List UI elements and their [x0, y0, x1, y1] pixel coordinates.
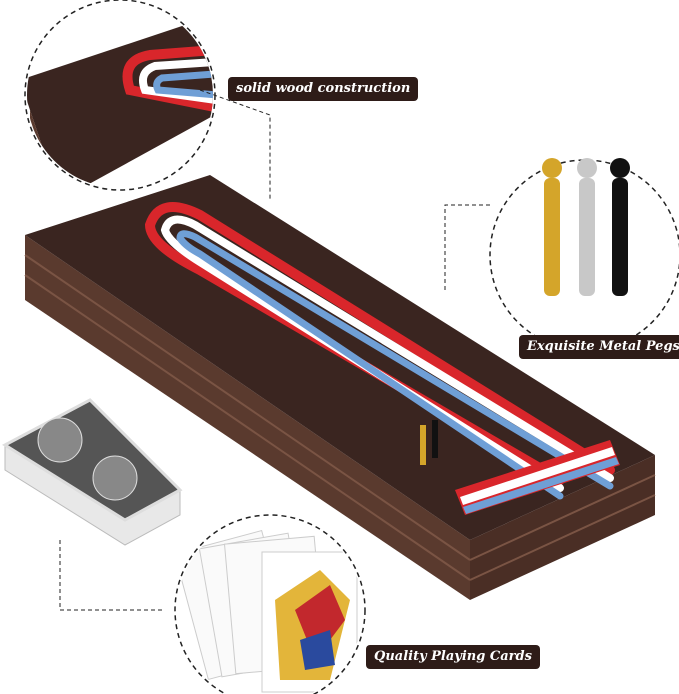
cribbage-board-side	[25, 235, 470, 600]
label-metal-pegs: Exquisite Metal Pegs	[519, 335, 679, 359]
cribbage-board-end	[470, 455, 655, 600]
label-solid-wood: solid wood construction	[228, 77, 419, 101]
metal-pegs	[542, 158, 630, 296]
black-peg-on-board	[432, 420, 438, 458]
peg-track	[144, 202, 615, 500]
start-area-blue	[463, 457, 619, 514]
label-playing-cards: Quality Playing Cards	[366, 645, 540, 669]
start-area-stripes	[460, 447, 615, 505]
gold-peg-on-board	[420, 425, 426, 465]
pointer-line-wood	[199, 89, 271, 200]
pointer-line-pegs	[444, 204, 490, 290]
pointer-line-cards	[59, 540, 165, 611]
